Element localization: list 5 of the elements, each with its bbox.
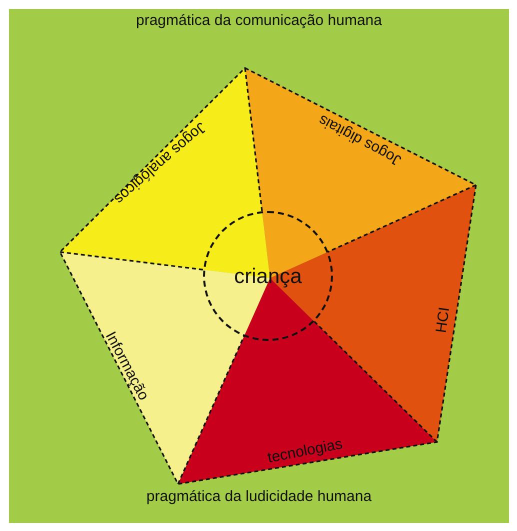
segment-label: tecnologias [266, 436, 344, 466]
dashed-circle [203, 211, 333, 341]
segment-label: HCI [434, 306, 452, 334]
heading-text: pragmática da ludicidade humana [146, 488, 372, 505]
heading-text: pragmática da comunicação humana [136, 12, 382, 29]
